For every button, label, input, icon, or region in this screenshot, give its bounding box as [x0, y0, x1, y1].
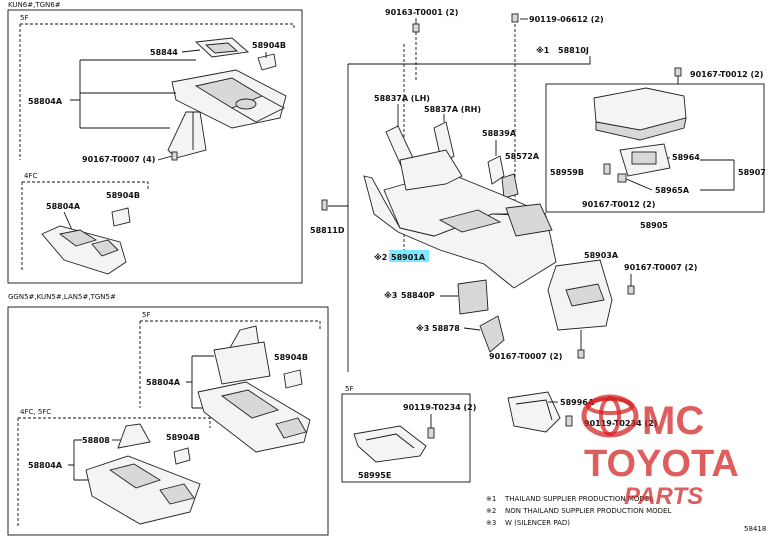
part-58810j-label[interactable]: 58810J [558, 46, 589, 55]
part-58804a-label-1[interactable]: 58804A [28, 97, 63, 106]
part-58810j-mark: ※1 [536, 45, 550, 55]
note-2-text: NON THAILAND SUPPLIER PRODUCTION MODEL [505, 507, 671, 515]
part-58904b-label-1[interactable]: 58904B [252, 41, 286, 50]
armrest-lid-drawing [593, 87, 687, 141]
watermark-line-1: MC [642, 399, 704, 443]
part-58878-mark: ※3 [416, 323, 429, 333]
part-58959b-icon [603, 163, 611, 175]
part-58878-label[interactable]: 58878 [432, 324, 460, 333]
bolt-90119-t0234-icon-b [565, 415, 573, 427]
bolt-90119-06612-label[interactable]: 90119-06612 (2) [529, 15, 604, 24]
part-58811d-icon [321, 199, 328, 211]
bracket-58996a-drawing [507, 391, 561, 433]
box-58903a-drawing [547, 259, 613, 331]
part-58804a-4fc-drawing [41, 225, 127, 275]
part-58964-label[interactable]: 58964 [672, 153, 700, 162]
clip-58904b-2 [111, 207, 131, 227]
bolt-90163-icon [412, 23, 420, 33]
clip-58904b-4 [173, 447, 191, 465]
note-3-text: W (SILENCER PAD) [505, 519, 570, 527]
part-58572a-drawing [501, 173, 519, 199]
note-1-mark: ※1 [486, 495, 496, 503]
bolt-90167-t0007-icon-b [577, 349, 585, 359]
part-58965a-label[interactable]: 58965A [655, 186, 690, 195]
part-58804a-top-drawing [171, 69, 287, 129]
watermark-logo: MC TOYOTA PARTS [581, 394, 739, 510]
part-58905-label[interactable]: 58905 [640, 221, 668, 230]
part-58904b-label-4[interactable]: 58904B [166, 433, 200, 442]
group-box-ggn5 [7, 306, 329, 536]
note-2-mark: ※2 [486, 507, 496, 515]
part-58811d-label[interactable]: 58811D [310, 226, 345, 235]
part-58808-drawing [117, 423, 151, 449]
notes-legend: ※1 THAILAND SUPPLIER PRODUCTION MODEL ※2… [486, 495, 671, 527]
bolt-90119-t0234-label-a[interactable]: 90119-T0234 (2) [403, 403, 476, 412]
part-58804a-label-4[interactable]: 58804A [28, 461, 63, 470]
part-58808-label[interactable]: 58808 [82, 436, 110, 445]
part-58844-drawing [194, 37, 250, 58]
part-58840p-label[interactable]: 58840P [401, 291, 435, 300]
part-58804a-label-3[interactable]: 58804A [146, 378, 181, 387]
part-58903a-label[interactable]: 58903A [584, 251, 619, 260]
clip-58904b-1 [257, 52, 277, 71]
part-58996a-label[interactable]: 58996A [560, 398, 595, 407]
group-label-4fc-5fc: 4FC, 5FC [20, 408, 51, 416]
part-58901a-label[interactable]: 58901A [391, 253, 426, 262]
pad-58840p-drawing [457, 279, 489, 315]
group-bracket-5f-top [20, 23, 295, 30]
bolt-90119-icon [511, 13, 519, 23]
bolt-90119-t0234-icon-a [427, 427, 435, 439]
part-58840p-mark: ※3 [384, 290, 397, 300]
bolt-90167-t0007-label-2a[interactable]: 90167-T0007 (2) [624, 263, 697, 272]
bolt-90119-t0234-label-b[interactable]: 90119-T0234 (2) [584, 419, 657, 428]
part-58904b-label-3[interactable]: 58904B [274, 353, 308, 362]
part-58804a-5f-drawing [197, 381, 311, 453]
bracket-inset-box [341, 393, 471, 483]
part-58572a-label[interactable]: 58572A [505, 152, 540, 161]
note-1-text: THAILAND SUPPLIER PRODUCTION MODEL [504, 495, 653, 503]
group-box-kun6 [7, 9, 303, 284]
part-58901a-highlight [389, 250, 429, 262]
watermark-line-3: PARTS [624, 483, 703, 510]
note-3-mark: ※3 [486, 519, 496, 527]
part-58959b-label[interactable]: 58959B [550, 168, 584, 177]
shift-boot-drawing-top [167, 111, 207, 159]
bolt-90167-t0012-label-b[interactable]: 90167-T0012 (2) [582, 200, 655, 209]
group-label-5f-inset: 5F [345, 385, 353, 393]
part-58839a-drawing [487, 155, 505, 185]
part-58904b-label-2[interactable]: 58904B [106, 191, 140, 200]
bolt-90167-t0012-icon [674, 67, 682, 77]
diagram-id: 58418 [744, 525, 766, 533]
group-label-5f-bottom: 5F [142, 311, 150, 319]
part-58901a-mark: ※2 [374, 252, 387, 262]
bolt-90163-t0001-label[interactable]: 90163-T0001 (2) [385, 8, 458, 17]
model-header-ggn5: GGN5#,KUN5#,LAN5#,TGN5# [8, 293, 116, 301]
console-body-58901a-drawing [363, 149, 557, 289]
group-label-5f-top: 5F [20, 14, 28, 22]
clip-58904b-3 [283, 369, 303, 389]
part-58804a-4fc5fc-drawing [85, 455, 201, 525]
model-header-kun6: KUN6#,TGN6# [8, 1, 61, 9]
bolt-90167-t0007-icon-a [627, 285, 635, 295]
shift-boot-drawing-bottom [213, 325, 271, 385]
armrest-subassembly-box [545, 83, 765, 213]
part-58995e-label[interactable]: 58995E [358, 471, 391, 480]
hinge-58964-drawing [619, 143, 671, 177]
watermark-line-2: TOYOTA [584, 443, 739, 485]
part-58839a-label[interactable]: 58839A [482, 129, 517, 138]
bolt-90167-t0007-label-2b[interactable]: 90167-T0007 (2) [489, 352, 562, 361]
pad-58878-drawing [479, 315, 505, 353]
part-58837a-rh-label[interactable]: 58837A (RH) [424, 105, 481, 114]
part-58907-label[interactable]: 58907 [738, 168, 766, 177]
part-58844-label[interactable]: 58844 [150, 48, 178, 57]
part-58804a-label-2[interactable]: 58804A [46, 202, 81, 211]
part-58837a-lh-label[interactable]: 58837A (LH) [374, 94, 430, 103]
bracket-58995e-drawing [353, 425, 427, 463]
group-label-4fc-top: 4FC [24, 172, 37, 180]
bolt-90167-t0007-4-label[interactable]: 90167-T0007 (4) [82, 155, 155, 164]
bolt-90167-t0012-label-a[interactable]: 90167-T0012 (2) [690, 70, 763, 79]
